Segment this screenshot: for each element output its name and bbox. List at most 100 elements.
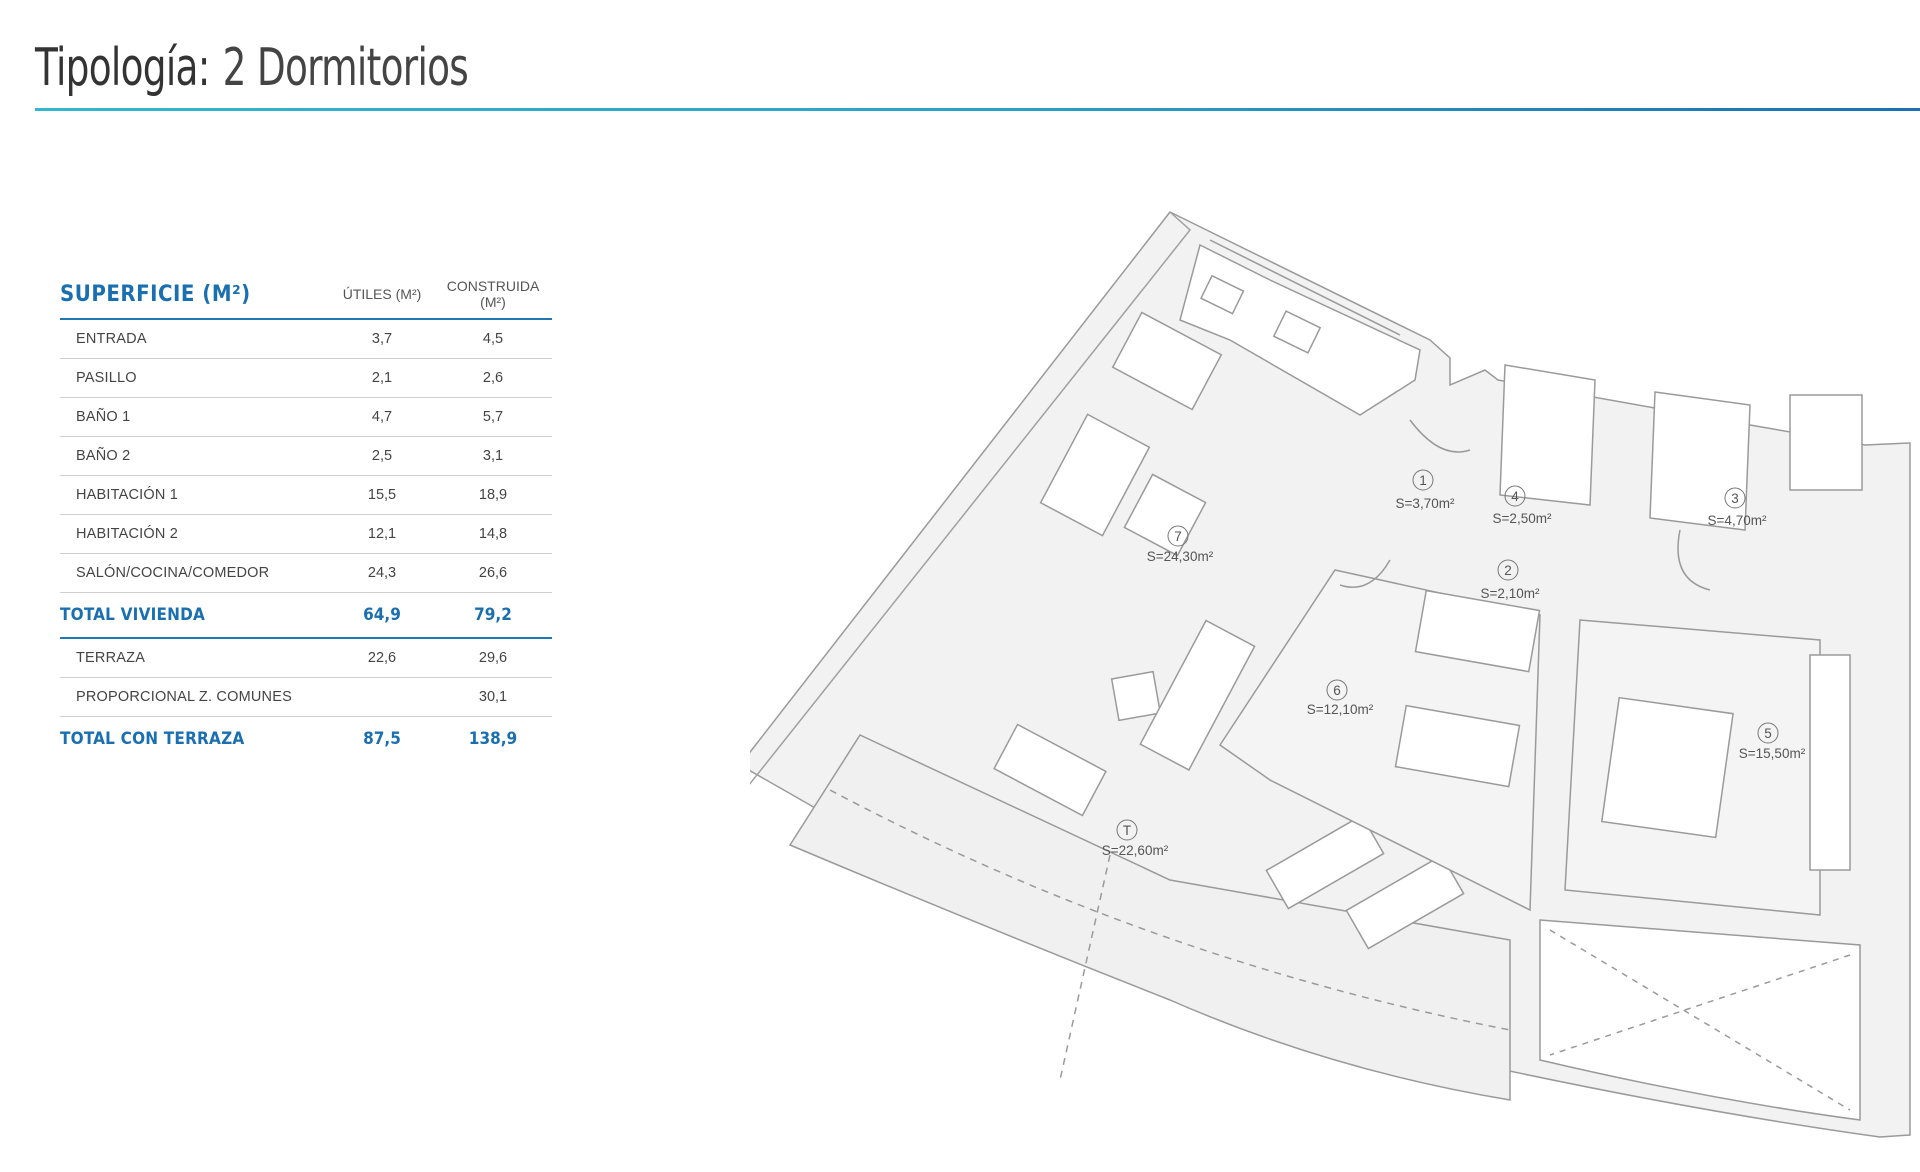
sofa <box>1039 413 1151 537</box>
bed <box>1394 704 1521 788</box>
row-utiles: 2,5 <box>330 436 434 476</box>
row-utiles: 15,5 <box>330 475 434 515</box>
row-name: HABITACIÓN 1 <box>60 475 330 515</box>
svg-text:4: 4 <box>1511 489 1519 504</box>
svg-text:5: 5 <box>1764 726 1772 741</box>
row-utiles: 3,7 <box>330 319 434 359</box>
table-header-row: SUPERFICIE (M²) ÚTILES (M²) CONSTRUIDA (… <box>60 278 552 320</box>
room-label-6: 6S=12,10m² <box>1307 679 1374 717</box>
row-utiles: 24,3 <box>330 553 434 593</box>
row-construida: 5,7 <box>434 397 552 437</box>
svg-text:S=3,70m²: S=3,70m² <box>1396 496 1455 511</box>
title-label: Tipología: <box>35 38 210 98</box>
row-utiles: 4,7 <box>330 397 434 437</box>
svg-text:S=22,60m²: S=22,60m² <box>1102 843 1169 858</box>
svg-text:3: 3 <box>1731 491 1739 506</box>
sun-lounger <box>1345 854 1465 950</box>
terrace-east-cross <box>1549 929 1851 1111</box>
sun-lounger <box>1265 814 1385 910</box>
row-construida: 14,8 <box>434 514 552 554</box>
row-name: SALÓN/COCINA/COMEDOR <box>60 553 330 593</box>
total-terraza-utiles: 87,5 <box>363 729 401 749</box>
row-utiles <box>330 677 434 717</box>
armchair <box>1110 670 1162 722</box>
header-utiles: ÚTILES (M²) <box>330 278 434 320</box>
surface-table: SUPERFICIE (M²) ÚTILES (M²) CONSTRUIDA (… <box>60 278 552 761</box>
total-terraza-label: TOTAL CON TERRAZA <box>60 729 245 749</box>
title-value: 2 Dormitorios <box>222 38 469 98</box>
room-label-4: 4S=2,50m² <box>1493 485 1552 526</box>
row-construida: 3,1 <box>434 436 552 476</box>
svg-text:7: 7 <box>1174 529 1182 544</box>
total-terraza-row: TOTAL CON TERRAZA 87,5 138,9 <box>60 717 552 762</box>
sink-icon <box>1200 274 1245 315</box>
exterior-wall <box>750 211 1192 785</box>
room-label-3: 3S=4,70m² <box>1708 487 1767 528</box>
bed <box>1414 589 1541 673</box>
hob-icon <box>1272 310 1322 354</box>
header-superficie: SUPERFICIE (M²) <box>60 278 330 320</box>
row-utiles: 12,1 <box>330 514 434 554</box>
double-bed <box>1600 696 1734 839</box>
svg-text:S=4,70m²: S=4,70m² <box>1708 513 1767 528</box>
terrace-east <box>1539 919 1861 1121</box>
page-title: Tipología:2 Dormitorios <box>35 38 469 98</box>
exterior-wall <box>1209 239 1401 336</box>
header-construida: CONSTRUIDA (M²) <box>434 278 552 320</box>
header-rule <box>35 108 1920 111</box>
row-name: PROPORCIONAL Z. COMUNES <box>60 677 330 717</box>
svg-text:S=2,50m²: S=2,50m² <box>1493 511 1552 526</box>
row-utiles: 22,6 <box>330 638 434 678</box>
table-row: PROPORCIONAL Z. COMUNES 30,1 <box>60 677 552 717</box>
svg-text:S=15,50m²: S=15,50m² <box>1739 746 1806 761</box>
bathtub <box>1789 394 1863 491</box>
svg-text:S=12,10m²: S=12,10m² <box>1307 702 1374 717</box>
dining-table <box>1111 311 1223 411</box>
door-arc <box>1409 419 1471 453</box>
row-construida: 29,6 <box>434 638 552 678</box>
svg-text:1: 1 <box>1419 473 1427 488</box>
row-name: BAÑO 2 <box>60 436 330 476</box>
row-utiles: 2,1 <box>330 358 434 398</box>
row-name: ENTRADA <box>60 319 330 359</box>
terrace-area <box>788 734 1511 1101</box>
row-name: PASILLO <box>60 358 330 398</box>
room-label-2: 2S=2,10m² <box>1481 559 1540 601</box>
total-vivienda-utiles: 64,9 <box>330 592 434 639</box>
row-construida: 4,5 <box>434 319 552 359</box>
total-vivienda-label: TOTAL VIVIENDA <box>60 592 330 639</box>
row-construida: 2,6 <box>434 358 552 398</box>
svg-text:S=24,30m²: S=24,30m² <box>1147 549 1214 564</box>
room-label-terrace: TS=22,60m² <box>1102 819 1169 858</box>
total-vivienda-construida: 79,2 <box>434 592 552 639</box>
row-construida: 26,6 <box>434 553 552 593</box>
row-construida: 18,9 <box>434 475 552 515</box>
row-name: TERRAZA <box>60 638 330 678</box>
room-label-1: 1S=3,70m² <box>1396 469 1455 511</box>
wardrobe <box>1139 619 1256 771</box>
bathroom-3 <box>1649 391 1751 531</box>
door-arc <box>1339 559 1391 588</box>
bathroom-4 <box>1499 364 1596 506</box>
door-arc <box>1677 529 1711 591</box>
svg-text:2: 2 <box>1504 563 1512 578</box>
room-label-5: 5S=15,50m² <box>1739 722 1806 761</box>
room-labels: 1S=3,70m² 2S=2,10m² 3S=4,70m² 4S=2,50m² … <box>1102 469 1806 858</box>
row-construida: 30,1 <box>434 677 552 717</box>
total-terraza-construida: 138,9 <box>468 729 518 749</box>
svg-text:6: 6 <box>1333 683 1341 698</box>
coffee-table <box>1123 473 1207 557</box>
terrace-table <box>993 723 1107 817</box>
row-name: BAÑO 1 <box>60 397 330 437</box>
floor-plan: 1S=3,70m² 2S=2,10m² 3S=4,70m² 4S=2,50m² … <box>750 211 1911 1138</box>
row-name: HABITACIÓN 2 <box>60 514 330 554</box>
wardrobe <box>1809 654 1851 871</box>
